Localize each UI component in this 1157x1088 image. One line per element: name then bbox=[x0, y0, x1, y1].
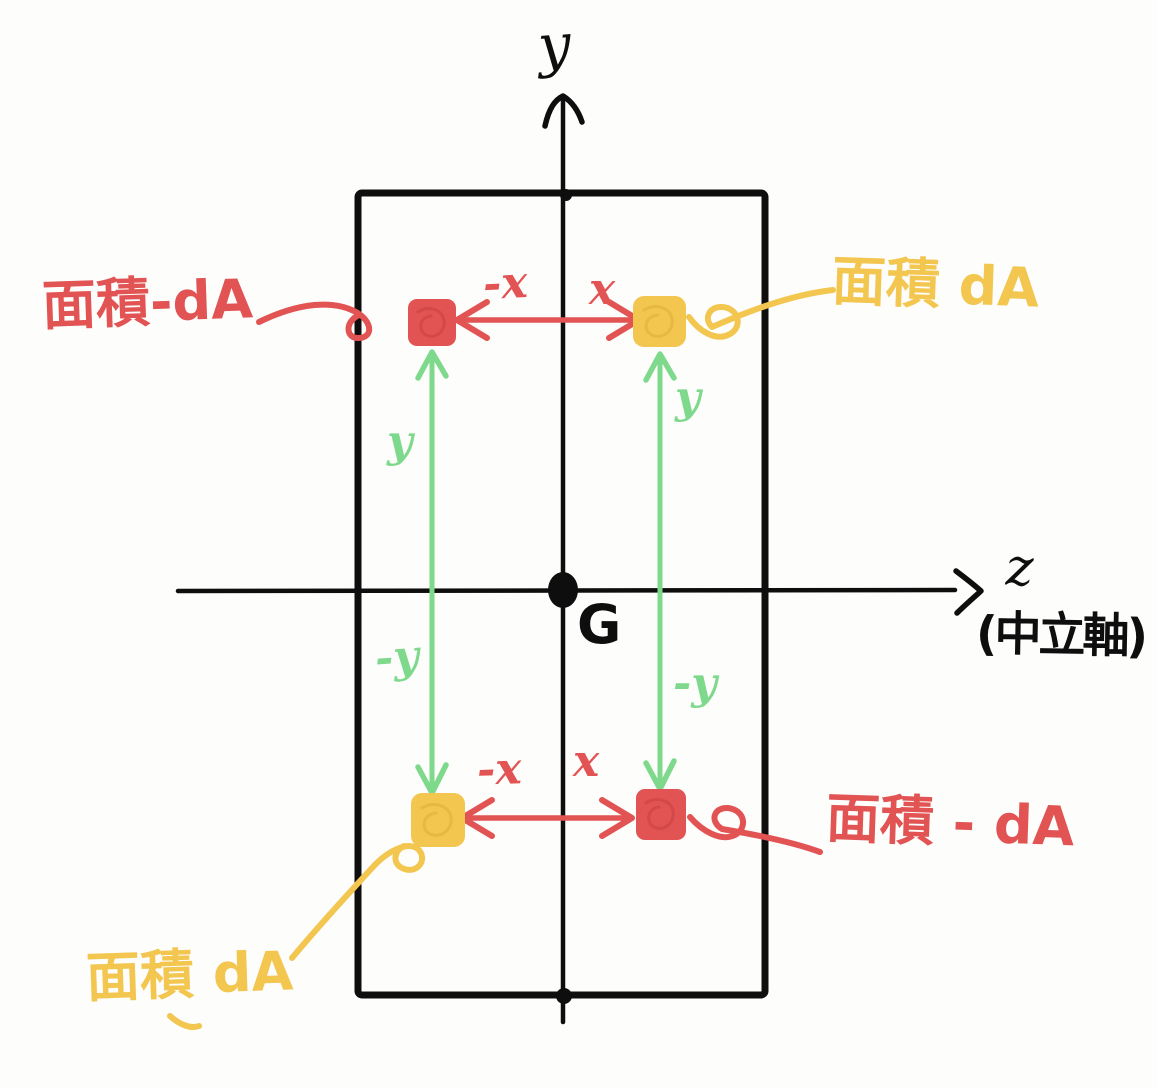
leader-top-left bbox=[256, 301, 373, 341]
dim-bottom-x: x bbox=[573, 736, 600, 787]
leader-top-right bbox=[686, 287, 836, 340]
area-element-top-right-yellow bbox=[633, 296, 686, 347]
area-element-bottom-right-red bbox=[636, 789, 686, 840]
area-element-top-left-red bbox=[408, 299, 456, 346]
right-vertical-arrow bbox=[643, 351, 677, 792]
leader-bottom-left bbox=[289, 843, 426, 961]
right-arrowhead-icon bbox=[599, 797, 635, 839]
dim-bottom-minus-x: -x bbox=[476, 743, 523, 796]
up-arrowhead-icon bbox=[415, 349, 449, 381]
area-element-bottom-left-yellow bbox=[411, 793, 465, 847]
dim-right-minus-y: -y bbox=[673, 658, 717, 709]
flourish-bottom-left bbox=[167, 1013, 202, 1030]
dim-right-y: y bbox=[675, 372, 701, 423]
top-junction-dot bbox=[560, 189, 572, 201]
leader-bottom-right bbox=[687, 805, 823, 855]
centroid-label: G bbox=[577, 593, 622, 656]
neutral-axis-label: (中立軸) bbox=[975, 606, 1146, 665]
dim-left-y: y bbox=[387, 416, 413, 467]
dim-left-minus-y: -y bbox=[373, 630, 421, 685]
left-vertical-arrow bbox=[415, 349, 449, 796]
up-arrowhead-icon bbox=[643, 351, 677, 383]
bottom-junction-dot bbox=[556, 988, 572, 1004]
area-label-bottom-left: 面積 dA bbox=[84, 939, 295, 1010]
area-label-top-right: 面積 dA bbox=[830, 249, 1041, 320]
dim-top-x: x bbox=[589, 264, 616, 315]
y-axis-label: y bbox=[535, 9, 574, 81]
centroid-dot bbox=[548, 572, 578, 608]
y-axis bbox=[542, 93, 585, 1025]
bottom-horizontal-arrow bbox=[459, 797, 635, 839]
area-label-top-left: 面積-dA bbox=[40, 267, 254, 338]
dim-top-minus-x: -x bbox=[481, 256, 529, 311]
x-axis-arrowhead bbox=[953, 568, 984, 616]
area-label-bottom-right: 面積 - dA bbox=[824, 786, 1076, 859]
z-axis-label: z bbox=[1004, 537, 1035, 599]
y-axis-arrowhead bbox=[542, 93, 585, 129]
left-arrowhead-icon bbox=[454, 299, 490, 341]
